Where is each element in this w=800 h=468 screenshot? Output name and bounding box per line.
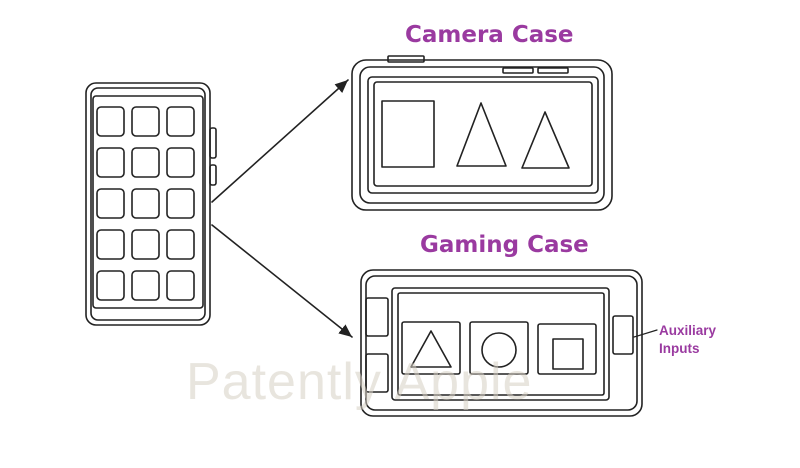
app-tile-icon [131,188,160,219]
phone-screen [92,95,204,309]
camera-case-title: Camera Case [405,22,574,48]
camera-case-top-button [387,55,425,63]
auxiliary-input-left-top [365,297,389,337]
gaming-case-device [360,269,643,417]
app-tile-icon [131,147,160,178]
triangle-icon [521,111,570,169]
phone-app-grid [96,106,195,301]
app-tile-icon [166,106,195,137]
gaming-case-title: Gaming Case [420,232,589,258]
square-icon [552,338,584,370]
camera-case-screen [373,81,593,187]
auxiliary-input-left-bottom [365,353,389,393]
app-tile-icon [131,270,160,301]
camera-case-body [351,59,613,211]
camera-case-top-button-3 [537,67,569,74]
auxiliary-label-line2: Inputs [659,341,700,356]
auxiliary-input-right [612,315,634,355]
game-button-frame [401,321,461,375]
phone-bezel [90,87,206,321]
arrow-to-camera-case [211,79,349,203]
app-tile-icon [96,188,125,219]
camera-case-top-button-2 [502,67,534,74]
camera-case-device [351,55,613,211]
triangle-icon [410,330,452,368]
camera-case-inner-rim [359,66,605,204]
auxiliary-callout-line [633,329,658,338]
app-tile-icon [96,147,125,178]
gaming-case-screen [397,292,605,396]
game-button-frame [537,323,597,375]
app-tile-icon [166,147,195,178]
game-button-frame [469,321,529,375]
auxiliary-inputs-label: Auxiliary Inputs [659,322,716,358]
triangle-icon [456,102,507,167]
circle-icon [481,332,517,368]
app-tile-icon [96,106,125,137]
app-tile-icon [166,229,195,260]
square-icon [381,100,435,168]
app-tile-icon [166,270,195,301]
app-tile-icon [131,229,160,260]
phone-side-button [209,127,217,159]
app-tile-icon [131,106,160,137]
arrow-to-gaming-case [211,224,353,338]
camera-case-screen-frame [367,76,599,194]
gaming-case-screen-frame [391,287,610,401]
app-tile-icon [166,188,195,219]
gaming-case-body [360,269,643,417]
auxiliary-label-line1: Auxiliary [659,323,717,338]
app-tile-icon [96,270,125,301]
phone-side-button-2 [209,164,217,186]
gaming-case-inner-rim [365,275,638,411]
phone-body [85,82,211,326]
phone-device [85,82,217,326]
app-tile-icon [96,229,125,260]
